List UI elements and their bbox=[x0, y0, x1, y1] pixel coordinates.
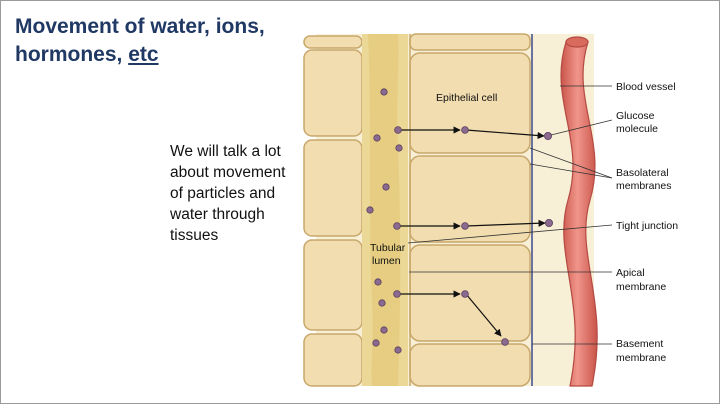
molecule bbox=[461, 126, 469, 134]
blood-vessel-opening bbox=[565, 36, 589, 48]
left-cell bbox=[303, 35, 363, 49]
molecule bbox=[545, 218, 554, 227]
molecule bbox=[374, 278, 382, 286]
leader-line-basolateral-2 bbox=[529, 163, 613, 179]
body-line-2: about movement bbox=[170, 164, 286, 181]
left-cell bbox=[303, 49, 363, 137]
molecule bbox=[373, 134, 381, 142]
glucose-molecule bbox=[544, 131, 553, 140]
transport-arrows bbox=[398, 126, 546, 337]
lumen-molecules bbox=[366, 88, 403, 354]
label-basolateral-2: membranes bbox=[616, 180, 671, 192]
molecule bbox=[378, 299, 386, 307]
left-cell bbox=[303, 239, 363, 331]
molecule bbox=[394, 346, 402, 354]
label-glucose-2: molecule bbox=[616, 123, 658, 135]
body-line-4: water through bbox=[170, 206, 265, 223]
molecule bbox=[393, 290, 401, 298]
leader-lines bbox=[407, 85, 613, 345]
label-basement-1: Basement bbox=[616, 338, 663, 350]
epithelial-cell bbox=[409, 155, 531, 243]
label-tight-junction: Tight junction bbox=[616, 220, 678, 232]
molecule bbox=[394, 126, 402, 134]
epithelial-cell-column bbox=[409, 33, 531, 387]
title-line-2-a: hormones, bbox=[15, 43, 129, 66]
leader-line-tight-junction bbox=[407, 224, 613, 244]
body-line-3: of particles and bbox=[170, 185, 276, 202]
molecule bbox=[461, 290, 469, 298]
molecule bbox=[461, 222, 469, 230]
slide-title: Movement of water, ions, hormones, etc bbox=[15, 13, 305, 69]
title-line-2: hormones, etc bbox=[15, 41, 305, 69]
label-basolateral-1: Basolateral bbox=[616, 167, 669, 179]
molecule bbox=[380, 326, 388, 334]
molecule bbox=[395, 144, 403, 152]
title-line-1: Movement of water, ions, bbox=[15, 15, 265, 38]
left-cell bbox=[303, 139, 363, 237]
label-glucose-1: Glucose bbox=[616, 110, 655, 122]
arrow bbox=[465, 219, 546, 227]
label-tubular-lumen-1: Tubular bbox=[370, 242, 406, 254]
transported-molecules bbox=[393, 126, 554, 346]
label-apical-1: Apical bbox=[616, 267, 645, 279]
molecule bbox=[380, 88, 388, 96]
left-cell-column bbox=[303, 35, 363, 387]
label-epithelial-cell: Epithelial cell bbox=[436, 92, 497, 104]
leader-line-basolateral-1 bbox=[529, 147, 613, 179]
label-blood-vessel: Blood vessel bbox=[616, 81, 676, 93]
molecule bbox=[501, 338, 509, 346]
molecule bbox=[366, 206, 374, 214]
slide-body-text: We will talk a lot about movement of par… bbox=[170, 141, 310, 246]
blood-vessel bbox=[560, 41, 598, 387]
leader-line-glucose bbox=[550, 119, 613, 136]
label-tubular-lumen-2: lumen bbox=[372, 255, 401, 267]
molecule bbox=[393, 222, 401, 230]
arrow bbox=[465, 293, 502, 337]
body-line-1: We will talk a lot bbox=[170, 143, 281, 160]
label-apical-2: membrane bbox=[616, 281, 666, 293]
epithelial-cell bbox=[409, 33, 531, 51]
arrow bbox=[465, 129, 545, 140]
epithelial-cell bbox=[409, 244, 531, 342]
molecule bbox=[372, 339, 380, 347]
title-line-2-b: etc bbox=[128, 43, 159, 66]
body-line-5: tissues bbox=[170, 227, 219, 244]
label-basement-2: membrane bbox=[616, 352, 666, 364]
epithelial-cell bbox=[409, 343, 531, 387]
lumen-shading bbox=[368, 34, 401, 386]
left-cell bbox=[303, 333, 363, 387]
molecule bbox=[382, 183, 390, 191]
